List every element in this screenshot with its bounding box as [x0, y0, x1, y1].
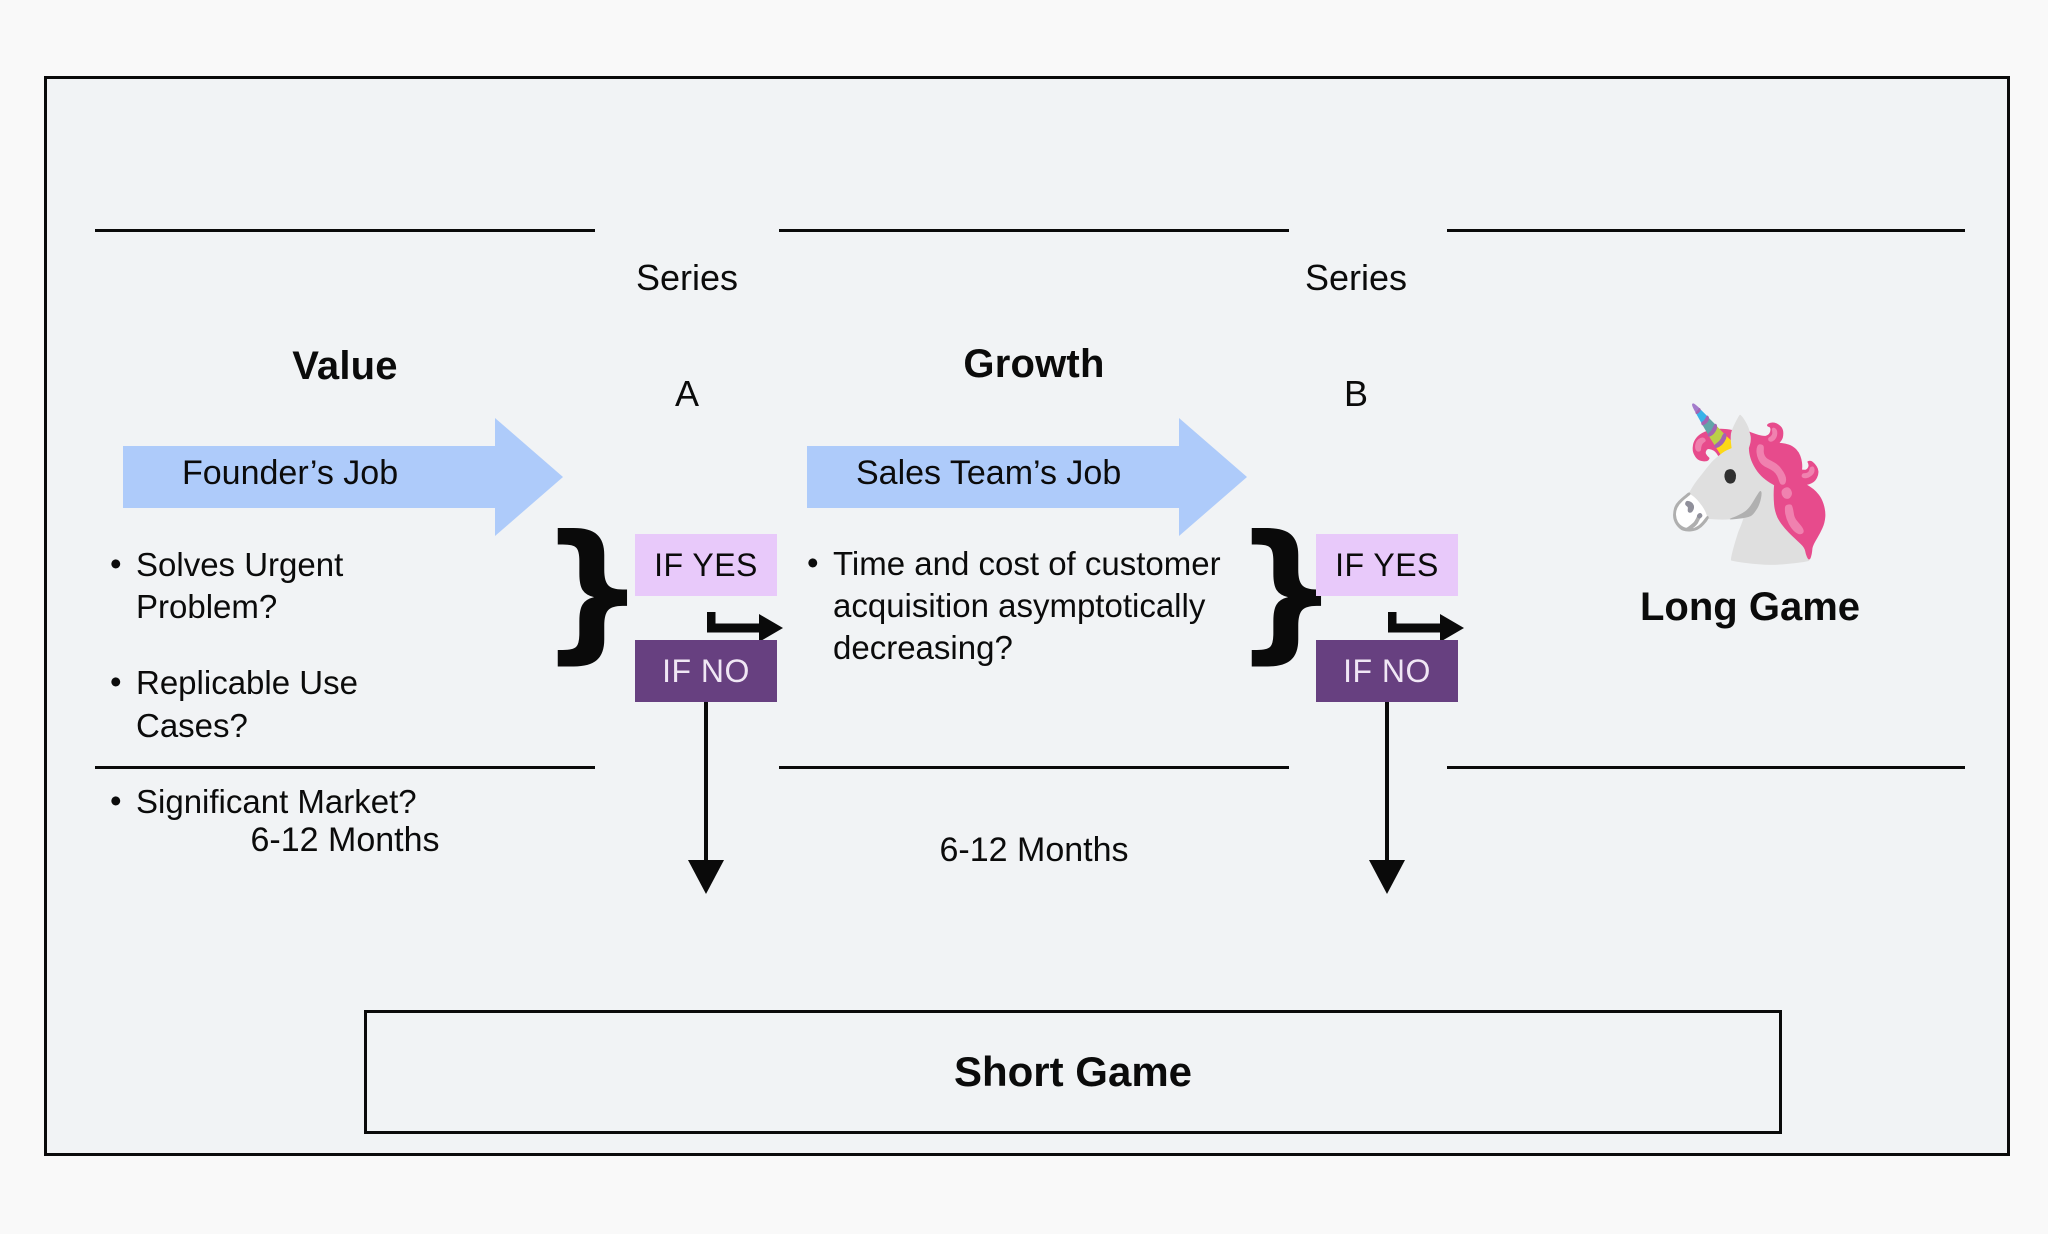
milestone-series-b: Series B — [1296, 181, 1416, 492]
timeline-rule-bottom-middle — [779, 766, 1289, 769]
short-game-outcome: Short Game — [364, 1010, 1782, 1134]
founder-job-arrow-head — [495, 418, 563, 536]
growth-no-down-arrow — [1316, 702, 1458, 894]
timeline-rule-bottom-left — [95, 766, 595, 769]
milestone-series-b-line1: Series — [1304, 256, 1408, 298]
growth-no-down-arrow-line — [1385, 702, 1389, 862]
growth-checklist: • Time and cost of customer acquisition … — [807, 543, 1227, 704]
stage-title-growth: Growth — [963, 342, 1105, 386]
value-no-down-arrow — [635, 702, 777, 894]
value-if-yes-badge[interactable]: IF YES — [635, 534, 777, 596]
value-brace-icon: } — [539, 504, 646, 678]
bullet-dot-icon: • — [807, 544, 819, 581]
timeline-rule-top-right — [1447, 229, 1965, 232]
value-yes-elbow-arrow — [707, 612, 783, 642]
milestone-series-a: Series A — [627, 181, 747, 492]
unicorn-face-emoji: 🦄 — [1656, 397, 1844, 571]
value-if-no-badge[interactable]: IF NO — [635, 640, 777, 702]
timeline-rule-top-left — [95, 229, 595, 232]
list-item: • Time and cost of customer acquisition … — [807, 543, 1227, 670]
milestone-series-a-line1: Series — [635, 256, 739, 298]
milestone-series-b-line2: B — [1343, 373, 1368, 415]
value-duration-label: 6-12 Months — [250, 821, 440, 859]
growth-if-yes-badge[interactable]: IF YES — [1316, 534, 1458, 596]
list-item: • Significant Market? — [110, 781, 462, 823]
short-game-label: Short Game — [953, 1048, 1193, 1095]
value-no-down-arrow-head — [688, 860, 724, 894]
list-item-label: Replicable Use Cases? — [136, 664, 358, 744]
bullet-dot-icon: • — [110, 663, 122, 701]
growth-if-no-badge[interactable]: IF NO — [1316, 640, 1458, 702]
list-item-label: Time and cost of customer acquisition as… — [833, 545, 1221, 667]
growth-yes-elbow-arrow — [1388, 612, 1464, 642]
list-item-label: Solves Urgent Problem? — [136, 546, 344, 626]
list-item: • Solves Urgent Problem? — [110, 544, 462, 628]
value-checklist: • Solves Urgent Problem? • Replicable Us… — [110, 544, 462, 857]
bullet-dot-icon: • — [110, 781, 122, 819]
list-item-label: Significant Market? — [136, 782, 417, 820]
growth-no-down-arrow-head — [1369, 860, 1405, 894]
founder-job-arrow-shaft — [123, 446, 495, 508]
milestone-series-a-line2: A — [674, 373, 699, 415]
sales-team-job-arrow-label: Sales Team’s Job — [856, 454, 1122, 492]
sales-team-job-arrow: Sales Team’s Job — [807, 418, 1247, 536]
sales-team-job-arrow-head — [1179, 418, 1247, 536]
list-item: • Replicable Use Cases? — [110, 662, 462, 746]
growth-duration-label: 6-12 Months — [939, 831, 1129, 869]
founder-job-arrow: Founder’s Job — [123, 418, 563, 536]
value-no-down-arrow-line — [704, 702, 708, 862]
timeline-rule-bottom-right — [1447, 766, 1965, 769]
stage-title-value: Value — [292, 344, 398, 388]
long-game-outcome: 🦄 Long Game — [1635, 409, 1865, 630]
long-game-label: Long Game — [1639, 585, 1861, 629]
founder-job-arrow-label: Founder’s Job — [182, 454, 399, 492]
timeline-rule-top-middle — [779, 229, 1289, 232]
bullet-dot-icon: • — [110, 545, 122, 582]
diagram-panel: Series A Series B Value Founder’s Job • … — [44, 76, 2010, 1156]
sales-team-job-arrow-shaft — [807, 446, 1179, 508]
